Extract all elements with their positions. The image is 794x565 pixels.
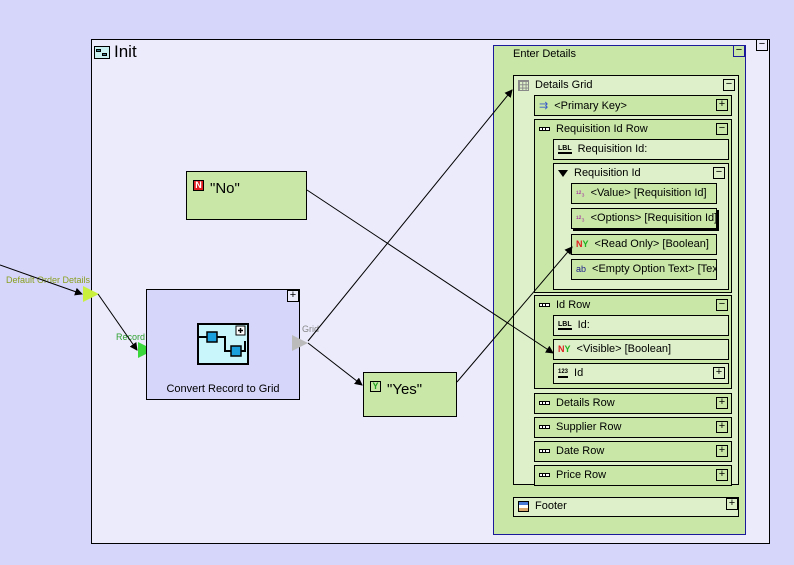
footer-expand[interactable]: + bbox=[726, 498, 738, 510]
number-icon: ¹²₃ bbox=[576, 188, 585, 198]
row-icon bbox=[539, 127, 550, 131]
output-port-grid[interactable] bbox=[292, 335, 308, 351]
options-property[interactable]: ¹²₃<Options> [Requisition Id] bbox=[571, 208, 717, 229]
requisition-id-field[interactable]: Requisition Id − ¹²₃<Value> [Requisition… bbox=[553, 163, 729, 290]
dropdown-icon bbox=[558, 169, 568, 177]
primary-key-row[interactable]: ⇉<Primary Key> + bbox=[534, 95, 732, 116]
no-literal-icon: N bbox=[193, 180, 204, 191]
boolean-icon: NY bbox=[558, 344, 571, 354]
subflow-icon bbox=[197, 323, 249, 365]
input-port-default-order-details[interactable] bbox=[83, 286, 99, 302]
row-expand[interactable]: + bbox=[716, 445, 728, 457]
empty-option-text-property[interactable]: ab<Empty Option Text> [Tex bbox=[571, 259, 717, 280]
footer-panel[interactable]: Footer + bbox=[513, 497, 739, 517]
row-expand[interactable]: + bbox=[716, 469, 728, 481]
row-icon bbox=[539, 425, 550, 429]
details-grid-panel[interactable]: Details Grid − ⇉<Primary Key> + Requisit… bbox=[513, 75, 739, 486]
id-row-collapse[interactable]: − bbox=[716, 299, 728, 311]
grid-icon bbox=[518, 79, 529, 91]
visible-property[interactable]: NY<Visible> [Boolean] bbox=[553, 339, 729, 360]
primary-key-expand[interactable]: + bbox=[716, 99, 728, 111]
collapsed-row[interactable]: Date Row+ bbox=[534, 441, 732, 462]
collapsed-row[interactable]: Price Row+ bbox=[534, 465, 732, 486]
requisition-row-collapse[interactable]: − bbox=[716, 123, 728, 135]
id-field-expand[interactable]: + bbox=[713, 367, 725, 379]
convert-expand-button[interactable]: + bbox=[287, 290, 299, 302]
label-icon: LBL bbox=[558, 144, 572, 154]
collapsed-row[interactable]: Details Row+ bbox=[534, 393, 732, 414]
row-icon bbox=[539, 401, 550, 405]
row-expand[interactable]: + bbox=[716, 397, 728, 409]
port-label-grid: Grid bbox=[302, 324, 320, 334]
requisition-field-collapse[interactable]: − bbox=[713, 167, 725, 179]
number-icon: ¹²₃ bbox=[576, 213, 585, 223]
text-icon: ab bbox=[576, 264, 587, 274]
enter-details-panel[interactable]: Enter Details − Details Grid − ⇉<Primary… bbox=[493, 45, 746, 535]
port-label-default-order-details: Default Order Details bbox=[6, 275, 91, 285]
port-label-record: Record bbox=[116, 332, 146, 342]
value-property[interactable]: ¹²₃<Value> [Requisition Id] bbox=[571, 183, 717, 204]
label-icon: LBL bbox=[558, 320, 572, 330]
number-field-icon: 123 bbox=[558, 369, 569, 378]
collapsed-row[interactable]: Supplier Row+ bbox=[534, 417, 732, 438]
boolean-icon: NY bbox=[576, 239, 589, 249]
details-grid-collapse[interactable]: − bbox=[723, 79, 735, 91]
primary-key-icon: ⇉ bbox=[539, 100, 549, 112]
footer-icon bbox=[518, 500, 529, 512]
enter-details-title: Enter Details bbox=[513, 48, 576, 60]
init-title: Init bbox=[94, 42, 137, 62]
row-icon bbox=[539, 303, 550, 307]
yes-literal-icon: Y bbox=[370, 381, 381, 392]
flow-icon bbox=[94, 45, 110, 59]
row-icon bbox=[539, 473, 550, 477]
row-icon bbox=[539, 449, 550, 453]
row-expand[interactable]: + bbox=[716, 421, 728, 433]
init-collapse-button[interactable]: − bbox=[756, 39, 768, 51]
enter-details-collapse[interactable]: − bbox=[733, 45, 745, 57]
literal-no-node[interactable]: N "No" bbox=[186, 171, 307, 220]
read-only-property[interactable]: NY<Read Only> [Boolean] bbox=[571, 234, 717, 255]
literal-yes-node[interactable]: Y "Yes" bbox=[363, 372, 457, 417]
convert-record-to-grid-node[interactable]: + Convert Record to Grid bbox=[146, 289, 300, 400]
